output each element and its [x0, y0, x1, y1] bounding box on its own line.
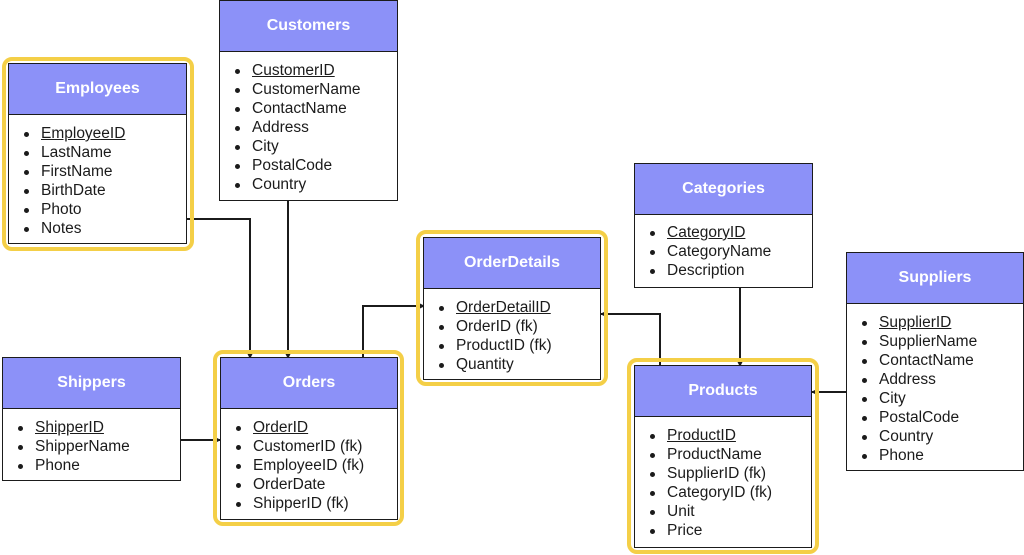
orderdetails-field-orderid: OrderID (fk) [439, 317, 600, 336]
orders-to-orderdetails-line [362, 302, 425, 357]
products-header: Products [635, 366, 811, 417]
orders-highlight [213, 350, 404, 526]
shippers-field-phone: Phone [18, 456, 180, 475]
shippers-table[interactable]: Shippers ShipperID ShipperName Phone [2, 357, 181, 481]
customers-title: Customers [266, 17, 351, 34]
categories-header: Categories [635, 164, 812, 215]
employees-field-list: EmployeeID LastName FirstName BirthDate … [9, 115, 186, 238]
products-field-productname: ProductName [650, 445, 811, 464]
orders-table[interactable]: Orders OrderID CustomerID (fk) EmployeeI… [220, 357, 398, 520]
orderdetails-table[interactable]: OrderDetails OrderDetailID OrderID (fk) … [423, 237, 601, 380]
shippers-field-shipperid: ShipperID [18, 418, 180, 437]
shippers-title: Shippers [57, 374, 126, 391]
customers-field-customername: CustomerName [235, 80, 397, 99]
orders-field-orderdate: OrderDate [236, 475, 397, 494]
orderdetails-field-list: OrderDetailID OrderID (fk) ProductID (fk… [424, 289, 600, 374]
orders-field-orderid: OrderID [236, 418, 397, 437]
shippers-header: Shippers [3, 358, 180, 409]
categories-table[interactable]: Categories CategoryID CategoryName Descr… [634, 163, 813, 288]
suppliers-title: Suppliers [898, 269, 972, 286]
categories-field-categoryname: CategoryName [650, 242, 812, 261]
suppliers-field-phone: Phone [862, 446, 1023, 465]
customers-field-city: City [235, 137, 397, 156]
suppliers-table[interactable]: Suppliers SupplierID SupplierName Contac… [846, 252, 1024, 471]
suppliers-field-city: City [862, 389, 1023, 408]
products-field-productid: ProductID [650, 426, 811, 445]
orderdetails-field-orderdetailid: OrderDetailID [439, 298, 600, 317]
products-field-categoryid: CategoryID (fk) [650, 483, 811, 502]
orders-title: Orders [282, 374, 336, 391]
employees-field-notes: Notes [24, 219, 186, 238]
employees-header: Employees [9, 64, 186, 115]
products-to-orderdetails-line [600, 310, 661, 365]
customers-header: Customers [220, 1, 397, 52]
categories-title: Categories [682, 180, 765, 197]
employees-to-orders-line [187, 218, 254, 359]
customers-field-customerid: CustomerID [235, 61, 397, 80]
employees-highlight [2, 57, 194, 251]
suppliers-field-supplierid: SupplierID [862, 313, 1023, 332]
products-table[interactable]: Products ProductID ProductName SupplierI… [634, 365, 812, 548]
orderdetails-field-quantity: Quantity [439, 355, 600, 374]
employees-title: Employees [55, 80, 140, 97]
suppliers-field-list: SupplierID SupplierName ContactName Addr… [847, 304, 1023, 465]
products-field-list: ProductID ProductName SupplierID (fk) Ca… [635, 417, 811, 540]
customers-field-country: Country [235, 175, 397, 194]
products-field-unit: Unit [650, 502, 811, 521]
orders-header: Orders [221, 358, 397, 409]
suppliers-field-country: Country [862, 427, 1023, 446]
categories-field-categoryid: CategoryID [650, 223, 812, 242]
customers-field-contactname: ContactName [235, 99, 397, 118]
orders-field-employeeid: EmployeeID (fk) [236, 456, 397, 475]
suppliers-field-postalcode: PostalCode [862, 408, 1023, 427]
categories-field-list: CategoryID CategoryName Description [635, 215, 812, 280]
suppliers-field-suppliername: SupplierName [862, 332, 1023, 351]
employees-table[interactable]: Employees EmployeeID LastName FirstName … [8, 63, 187, 244]
orders-field-customerid: CustomerID (fk) [236, 437, 397, 456]
products-title: Products [688, 382, 758, 399]
orderdetails-header: OrderDetails [424, 238, 600, 289]
suppliers-field-address: Address [862, 370, 1023, 389]
suppliers-header: Suppliers [847, 253, 1023, 304]
products-field-price: Price [650, 521, 811, 540]
products-field-supplierid: SupplierID (fk) [650, 464, 811, 483]
customers-field-postalcode: PostalCode [235, 156, 397, 175]
employees-field-firstname: FirstName [24, 162, 186, 181]
products-highlight [627, 358, 819, 554]
customers-table[interactable]: Customers CustomerID CustomerName Contac… [219, 0, 398, 201]
employees-field-employeeid: EmployeeID [24, 124, 186, 143]
shippers-field-list: ShipperID ShipperName Phone [3, 409, 180, 475]
orderdetails-title: OrderDetails [463, 254, 561, 271]
categories-field-description: Description [650, 261, 812, 280]
customers-field-list: CustomerID CustomerName ContactName Addr… [220, 52, 397, 194]
orders-field-shipperid: ShipperID (fk) [236, 494, 397, 513]
employees-field-photo: Photo [24, 200, 186, 219]
shippers-field-shippername: ShipperName [18, 437, 180, 456]
customers-field-address: Address [235, 118, 397, 137]
employees-field-birthdate: BirthDate [24, 181, 186, 200]
orders-field-list: OrderID CustomerID (fk) EmployeeID (fk) … [221, 409, 397, 513]
orderdetails-field-productid: ProductID (fk) [439, 336, 600, 355]
suppliers-field-contactname: ContactName [862, 351, 1023, 370]
orderdetails-highlight [416, 230, 608, 386]
employees-field-lastname: LastName [24, 143, 186, 162]
